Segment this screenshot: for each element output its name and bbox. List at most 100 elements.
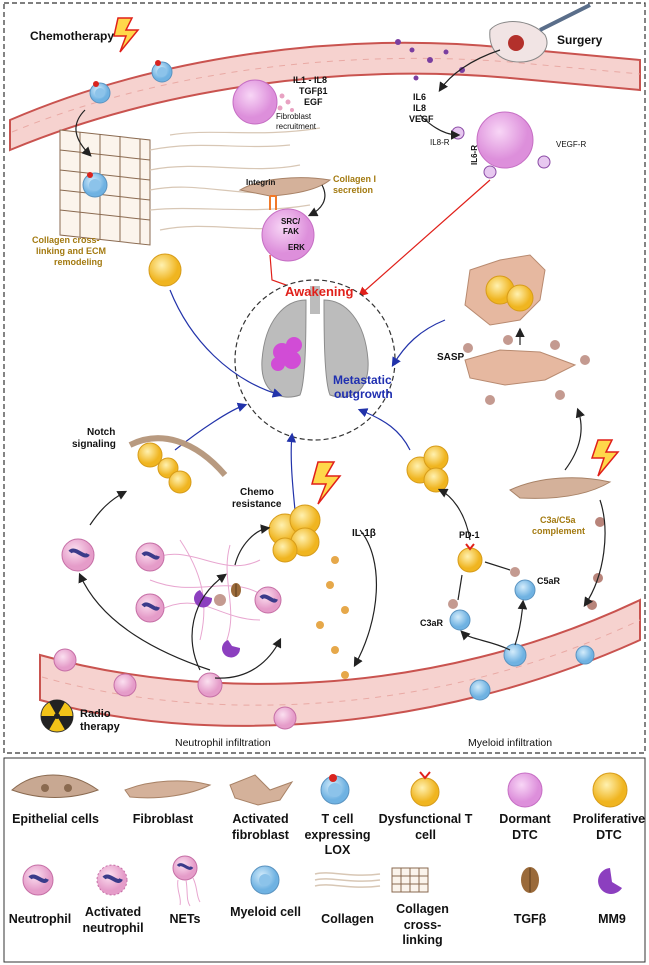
cytokine-right-3: VEGF (409, 114, 434, 124)
dormant-dtc-signaling (261, 195, 315, 262)
complement-label-1: C3a/C5a (540, 515, 576, 525)
awakening-label: Awakening (285, 284, 354, 299)
collagen-crosslinking-mesh (59, 129, 151, 246)
radiation-icon (40, 699, 74, 733)
legend-label-tgfb: TGFβ (513, 912, 547, 926)
cytokine-dots-right (395, 39, 465, 81)
legend-label-proliferative-dtc: Proliferative DTC (572, 812, 646, 842)
cytokine-dots-left (277, 93, 294, 112)
legend-nets-icon (172, 855, 201, 907)
crosslink-1: Collagen cross- (32, 235, 100, 245)
legend-mm9-icon (598, 868, 622, 894)
cytokine-right-2: IL8 (413, 103, 427, 113)
legend-myeloid-cell-icon (250, 865, 280, 895)
fibroblast-cell (238, 177, 332, 197)
erk-label: ERK (288, 243, 305, 252)
crosslink-2: linking and ECM (36, 246, 107, 256)
chemotherapy-label: Chemotherapy (30, 29, 115, 43)
neutrophils-vessel (53, 648, 297, 730)
legend-label-fibroblast: Fibroblast (132, 812, 194, 826)
activated-fibroblast-sasp (463, 335, 590, 405)
neutrophils-center (135, 542, 282, 623)
notch-label-2: signaling (72, 439, 116, 450)
radio-therapy-1: Radio (80, 708, 111, 720)
legend-label-mm9: MM9 (598, 912, 626, 926)
c3ar-label: C3aR (420, 618, 444, 628)
neutrophil-infiltration-label: Neutrophil infiltration (175, 737, 271, 749)
activated-fibroblast-cluster (464, 254, 546, 326)
myeloid-infiltration-label: Myeloid infiltration (468, 737, 553, 749)
lungs-icon (261, 286, 369, 398)
complement-label-2: complement (532, 526, 586, 536)
surgery-label: Surgery (557, 33, 603, 47)
legend-neutrophil-icon (22, 864, 54, 896)
nets-web (149, 539, 271, 646)
activated-neutrophil-left (61, 538, 95, 572)
collagen-secretion-1: Collagen I (333, 174, 377, 184)
metastatic-label-2: outgrowth (334, 387, 393, 401)
legend-t-cell-lox-icon (320, 774, 350, 805)
legend-label-nets: NETs (169, 912, 201, 926)
dormant-dtc-top (232, 79, 278, 125)
t-cell-lox (89, 60, 173, 104)
il8r-label: IL8-R (430, 138, 450, 147)
fibroblast-right (509, 477, 612, 499)
legend-label-dysfunctional-t-cell: Dysfunctional T cell (378, 812, 473, 842)
sasp-label: SASP (437, 352, 465, 363)
legend-dormant-dtc-icon (507, 772, 543, 808)
legend-collagen-crosslinking-icon (391, 867, 429, 893)
c5ar-label: C5aR (537, 576, 561, 586)
legend-epithelial-cells-icon (11, 774, 100, 798)
legend-label-t-cell-lox: T cell expressing LOX (304, 812, 371, 858)
metastatic-label-1: Metastatic (333, 373, 392, 387)
legend-activated-fibroblast-icon (229, 774, 294, 806)
cytokine-left-1: IL1 - IL8 (293, 75, 328, 85)
dysfunctional-t-cell (457, 543, 483, 573)
legend-fibroblast-icon (124, 780, 212, 799)
dormant-dtc-receptors (451, 111, 551, 179)
legend-label-neutrophil: Neutrophil (8, 912, 72, 926)
chemo-resistance-1: Chemo (240, 487, 274, 498)
legend-label-activated-neutrophil: Activated neutrophil (82, 905, 144, 935)
il6r-label: IL6-R (470, 145, 479, 165)
cytokine-left-2: TGFβ1 (299, 86, 328, 96)
legend-activated-neutrophil-icon (96, 864, 128, 896)
fibroblast-recruitment-2: recruitment (276, 122, 317, 131)
legend-label-myeloid-cell: Myeloid cell (230, 905, 301, 919)
proliferative-dtc-chemo (268, 504, 321, 563)
chemotherapy-bolt-icon (113, 17, 140, 53)
senescence-bolt-icon (590, 439, 620, 477)
legend-dysfunctional-t-cell-icon (410, 771, 440, 807)
epithelial-notch-cluster (128, 435, 228, 494)
surgery-icon (489, 3, 591, 63)
legend-label-activated-fibroblast: Activated fibroblast (232, 812, 289, 842)
chemo-resistance-2: resistance (232, 499, 282, 510)
legend-tgfb-icon (521, 867, 539, 893)
legend-label-epithelial: Epithelial cells (12, 812, 99, 826)
main-panel-frame (3, 2, 646, 754)
src-fak-1: SRC/ (281, 217, 301, 226)
proliferative-dtc-left (148, 253, 182, 287)
legend-collagen-icon (314, 872, 381, 888)
fibroblast-recruitment-1: Fibroblast (276, 112, 312, 121)
bottom-blood-vessel (39, 598, 641, 727)
src-fak-2: FAK (283, 227, 299, 236)
legend-label-collagen-crosslinking: Collagen cross-linking (396, 902, 449, 948)
legend-proliferative-dtc-icon (592, 772, 628, 808)
legend-label-collagen: Collagen (321, 912, 374, 926)
radio-therapy-2: therapy (80, 721, 120, 733)
vegfr-label: VEGF-R (556, 140, 587, 149)
il1b-label: IL-1β (352, 528, 376, 539)
legend-label-dormant-dtc: Dormant DTC (499, 812, 551, 842)
notch-label-1: Notch (87, 427, 116, 438)
radiation-bolt-icon (311, 461, 342, 505)
cytokine-left-3: EGF (304, 97, 323, 107)
cytokine-right-1: IL6 (413, 92, 427, 102)
crosslink-3: remodeling (54, 257, 103, 267)
tgfb-marker (231, 583, 241, 597)
integrin-label: Integrin (246, 178, 276, 187)
collagen-secretion-2: secretion (333, 185, 374, 195)
il1b-dots (316, 556, 349, 679)
